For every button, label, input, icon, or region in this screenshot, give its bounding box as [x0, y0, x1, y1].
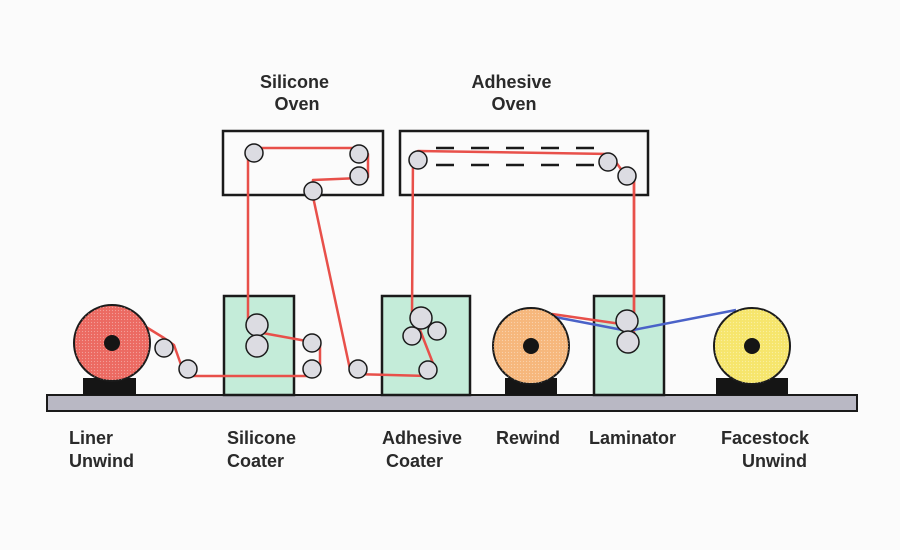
- coater-roller: [402, 326, 422, 346]
- liner-unwind-label: Liner Unwind: [69, 428, 134, 471]
- silicone-coater-label: Silicone Coater: [227, 428, 301, 471]
- facestock-unwind-roll: [713, 307, 791, 385]
- coater-roller: [245, 334, 269, 358]
- oven-roller: [349, 144, 369, 164]
- liner-unwind-roll: [73, 304, 151, 382]
- rollers: [154, 143, 640, 380]
- liner-unwind-stand: [83, 378, 136, 395]
- idler-roller: [154, 338, 174, 358]
- idler-roller: [302, 333, 322, 353]
- oven-roller: [303, 181, 323, 201]
- facestock-unwind-stand: [716, 378, 788, 395]
- coater-roller: [418, 360, 438, 380]
- oven-roller: [598, 152, 618, 172]
- oven-roller: [408, 150, 428, 170]
- laminator-nip-roller: [615, 309, 639, 333]
- coater-roller: [409, 306, 433, 330]
- rewind-roll: [492, 307, 570, 385]
- idler-roller: [178, 359, 198, 379]
- adhesive-coater-label: Adhesive Coater: [382, 428, 467, 471]
- rewind-label: Rewind: [496, 428, 560, 448]
- coater-roller: [427, 321, 447, 341]
- laminator-nip-roller: [616, 330, 640, 354]
- oven-roller: [617, 166, 637, 186]
- idler-roller: [348, 359, 368, 379]
- laminator-label: Laminator: [589, 428, 676, 448]
- coater-roller: [245, 313, 269, 337]
- silicone-oven-label: Silicone Oven: [260, 72, 334, 114]
- oven-roller: [244, 143, 264, 163]
- adhesive-oven-heaters: [436, 146, 594, 167]
- adhesive-oven-label: Adhesive Oven: [471, 72, 556, 114]
- roll-core: [523, 338, 539, 354]
- roll-core: [104, 335, 120, 351]
- idler-roller: [302, 359, 322, 379]
- roll-core: [744, 338, 760, 354]
- oven-roller: [349, 166, 369, 186]
- machine-base: [46, 394, 858, 412]
- facestock-unwind-label: Facestock Unwind: [721, 428, 814, 471]
